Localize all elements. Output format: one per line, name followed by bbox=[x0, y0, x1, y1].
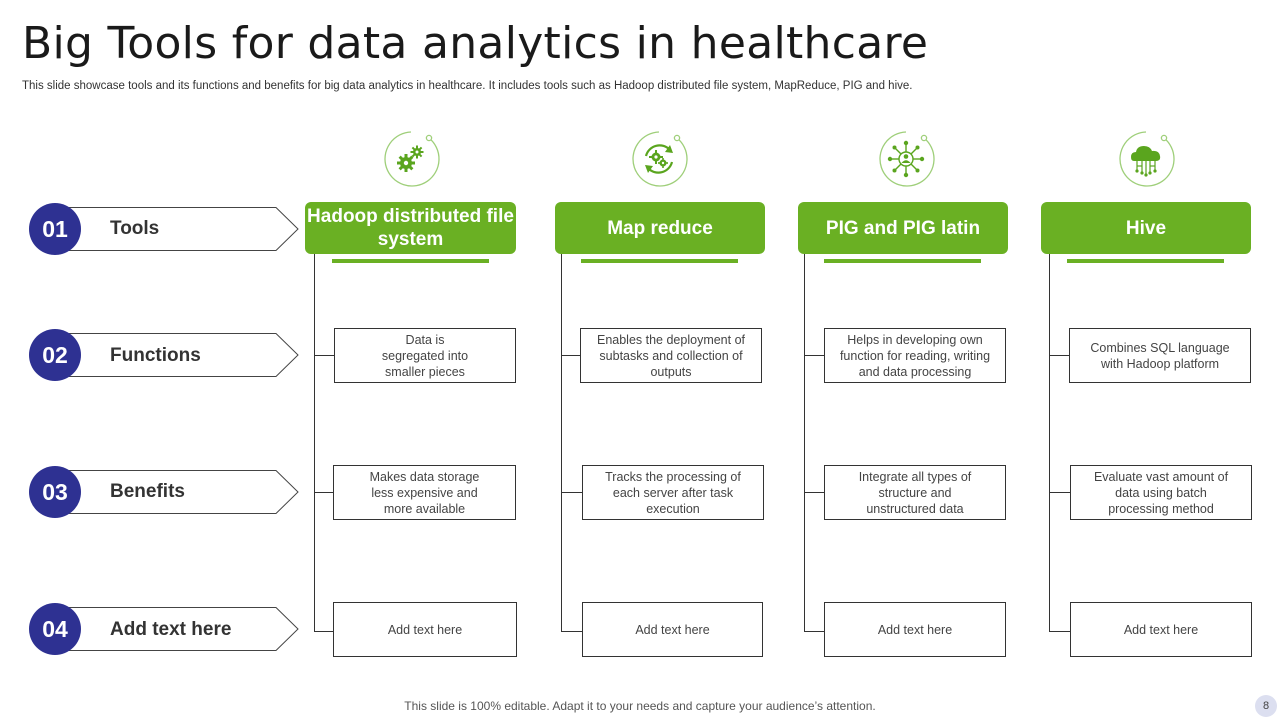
benefit-cell: Tracks the processing of each server aft… bbox=[582, 465, 764, 520]
extra-cell: Add text here bbox=[333, 602, 517, 657]
benefit-cell: Evaluate vast amount of data using batch… bbox=[1070, 465, 1252, 520]
connector-line bbox=[314, 631, 334, 632]
extra-cell: Add text here bbox=[1070, 602, 1252, 657]
row-label-functions: Functions bbox=[110, 345, 201, 366]
row-number-badge: 02 bbox=[29, 329, 81, 381]
connector-line bbox=[314, 355, 334, 356]
cycle-gears-icon bbox=[630, 130, 688, 188]
function-cell: Data is segregated into smaller pieces bbox=[334, 328, 516, 383]
footer-note: This slide is 100% editable. Adapt it to… bbox=[404, 699, 876, 713]
row-number-badge: 04 bbox=[29, 603, 81, 655]
function-cell: Combines SQL language with Hadoop platfo… bbox=[1069, 328, 1251, 383]
column-underline bbox=[332, 259, 489, 263]
network-user-icon bbox=[877, 130, 935, 188]
column-header-pig: PIG and PIG latin bbox=[798, 202, 1008, 254]
connector-line bbox=[314, 492, 334, 493]
row-number-badge: 03 bbox=[29, 466, 81, 518]
connector-line bbox=[1049, 355, 1069, 356]
extra-cell: Add text here bbox=[582, 602, 763, 657]
column-header-mapreduce: Map reduce bbox=[555, 202, 765, 254]
row-label-extra: Add text here bbox=[110, 619, 232, 640]
connector-line bbox=[804, 355, 824, 356]
function-cell: Enables the deployment of subtasks and c… bbox=[580, 328, 762, 383]
connector-line bbox=[561, 355, 580, 356]
connector-line bbox=[561, 631, 582, 632]
row-number-badge: 01 bbox=[29, 203, 81, 255]
column-underline bbox=[1067, 259, 1224, 263]
page-subtitle: This slide showcase tools and its functi… bbox=[22, 80, 913, 92]
extra-cell: Add text here bbox=[824, 602, 1006, 657]
connector-line bbox=[804, 492, 824, 493]
connector-line bbox=[1049, 631, 1070, 632]
connector-line bbox=[561, 254, 562, 632]
page-title: Big Tools for data analytics in healthca… bbox=[22, 18, 929, 69]
row-arrow-tools bbox=[54, 207, 300, 251]
cloud-network-icon bbox=[1117, 130, 1175, 188]
column-header-hadoop: Hadoop distributed file system bbox=[305, 202, 516, 254]
page-number: 8 bbox=[1255, 695, 1277, 717]
column-header-hive: Hive bbox=[1041, 202, 1251, 254]
function-cell: Helps in developing own function for rea… bbox=[824, 328, 1006, 383]
benefit-cell: Makes data storage less expensive and mo… bbox=[333, 465, 516, 520]
column-underline bbox=[824, 259, 981, 263]
connector-line bbox=[314, 254, 315, 632]
connector-line bbox=[1049, 492, 1070, 493]
connector-line bbox=[1049, 254, 1050, 632]
row-label-benefits: Benefits bbox=[110, 481, 185, 502]
column-underline bbox=[581, 259, 738, 263]
gears-icon bbox=[382, 130, 440, 188]
benefit-cell: Integrate all types of structure and uns… bbox=[824, 465, 1006, 520]
connector-line bbox=[561, 492, 582, 493]
connector-line bbox=[804, 254, 805, 632]
connector-line bbox=[804, 631, 824, 632]
row-label-tools: Tools bbox=[110, 218, 160, 239]
